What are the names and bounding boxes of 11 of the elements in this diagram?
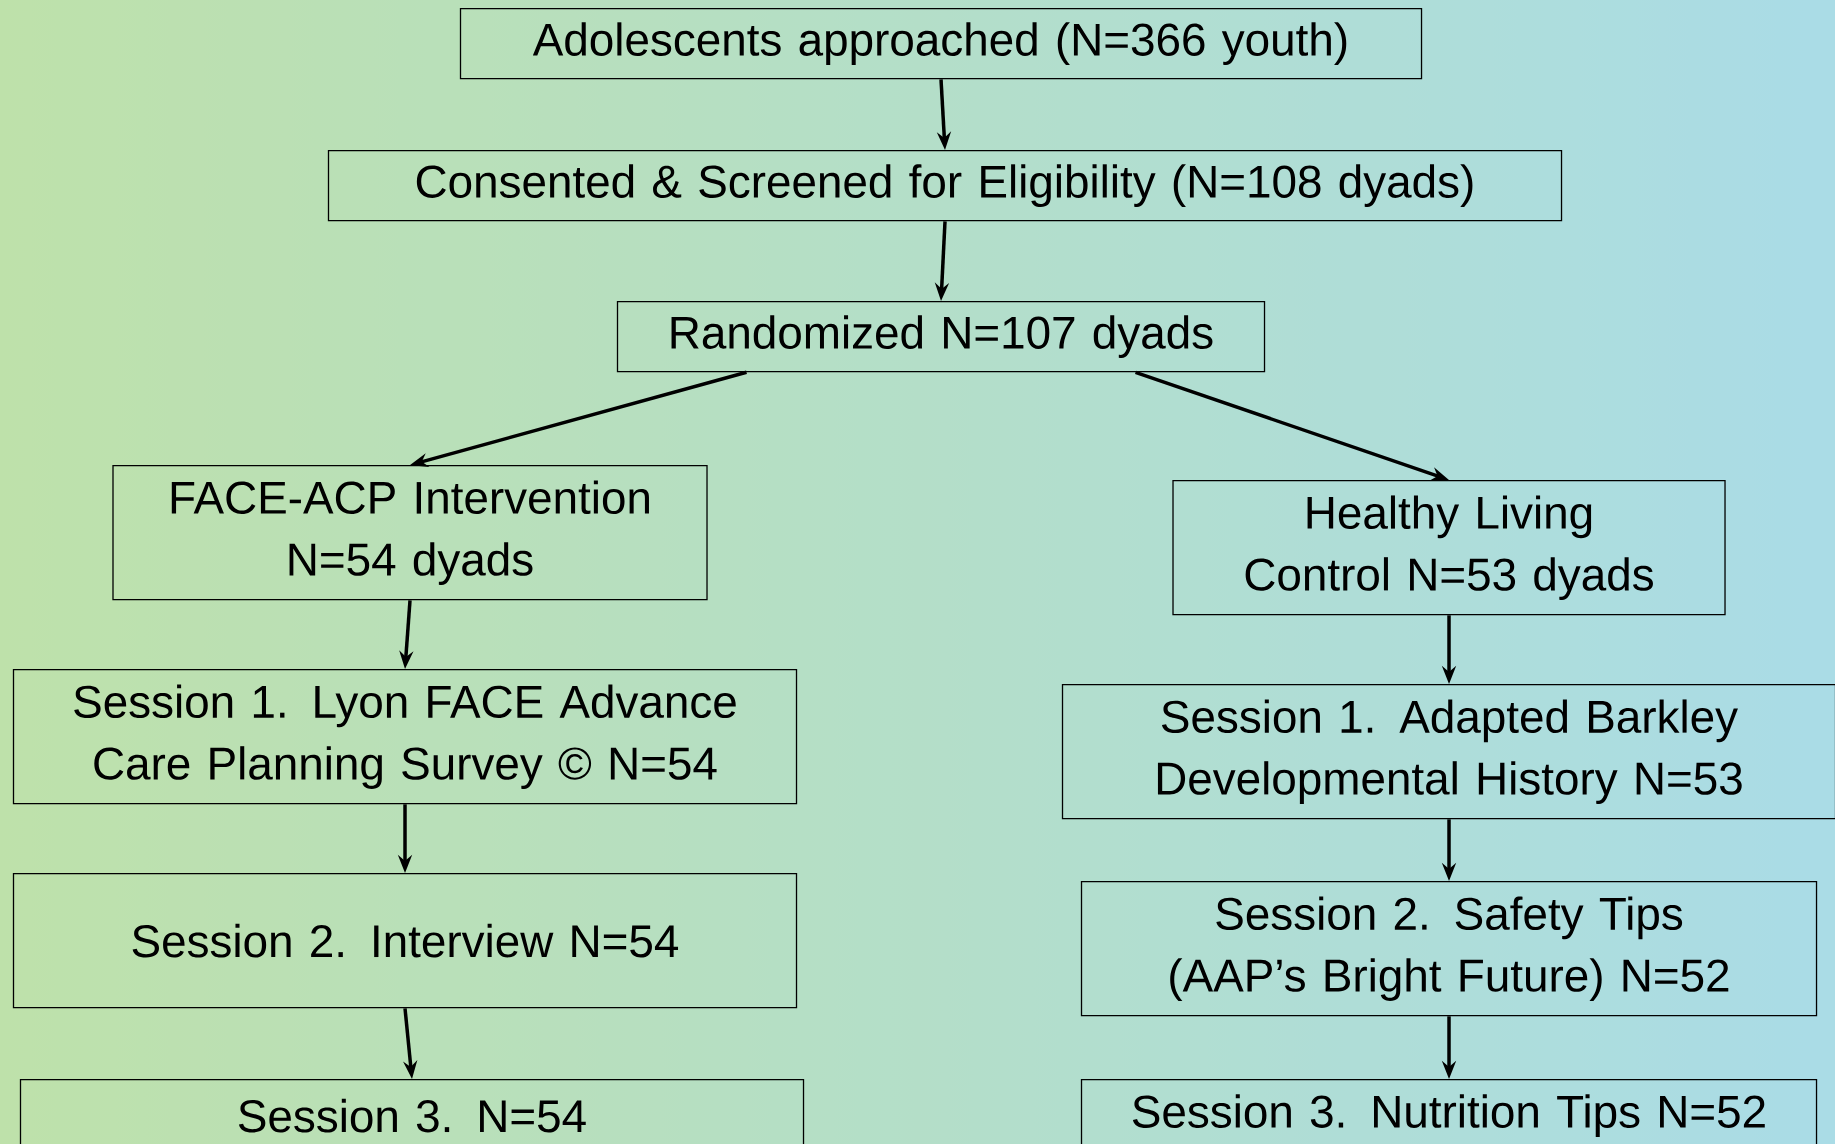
process-box: Session 1. Lyon FACE Advance Care Planning Survey © N=54 bbox=[12, 669, 798, 805]
process-box: Consented & Screened for Eligibility (N=108 dyads) bbox=[327, 150, 1563, 222]
process-box: Session 3. Nutrition Tips N=52 bbox=[1080, 1079, 1818, 1144]
process-box: FACE-ACP Intervention N=54 dyads bbox=[112, 465, 708, 601]
process-box: Adolescents approached (N=366 youth) bbox=[459, 8, 1423, 80]
process-box: Randomized N=107 dyads bbox=[616, 301, 1266, 373]
process-box: Session 3. N=54 bbox=[19, 1079, 805, 1144]
process-box: Session 1. Adapted Barkley Developmental History N=53 bbox=[1061, 684, 1835, 820]
process-box: Session 2. Safety Tips (AAP’s Bright Future) N=52 bbox=[1080, 881, 1818, 1017]
process-box: Session 2. Interview N=54 bbox=[12, 873, 798, 1009]
process-box: Healthy Living Control N=53 dyads bbox=[1172, 480, 1726, 616]
